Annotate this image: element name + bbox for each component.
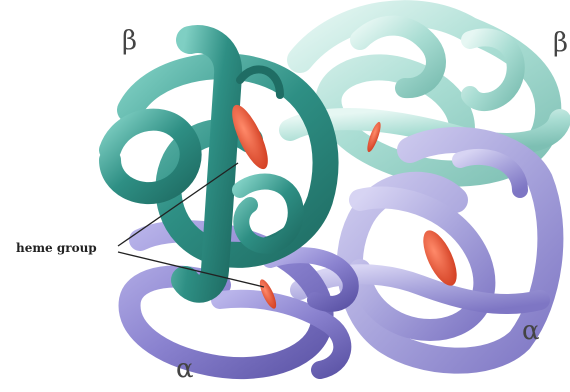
beta-label-right: β <box>553 30 568 56</box>
heme-group-label: heme group <box>16 241 97 255</box>
beta-label-left: β <box>122 28 137 54</box>
alpha-label-right: α <box>522 318 540 344</box>
beta-subunit-left <box>110 39 326 289</box>
alpha-label-bottom: α <box>176 356 194 382</box>
